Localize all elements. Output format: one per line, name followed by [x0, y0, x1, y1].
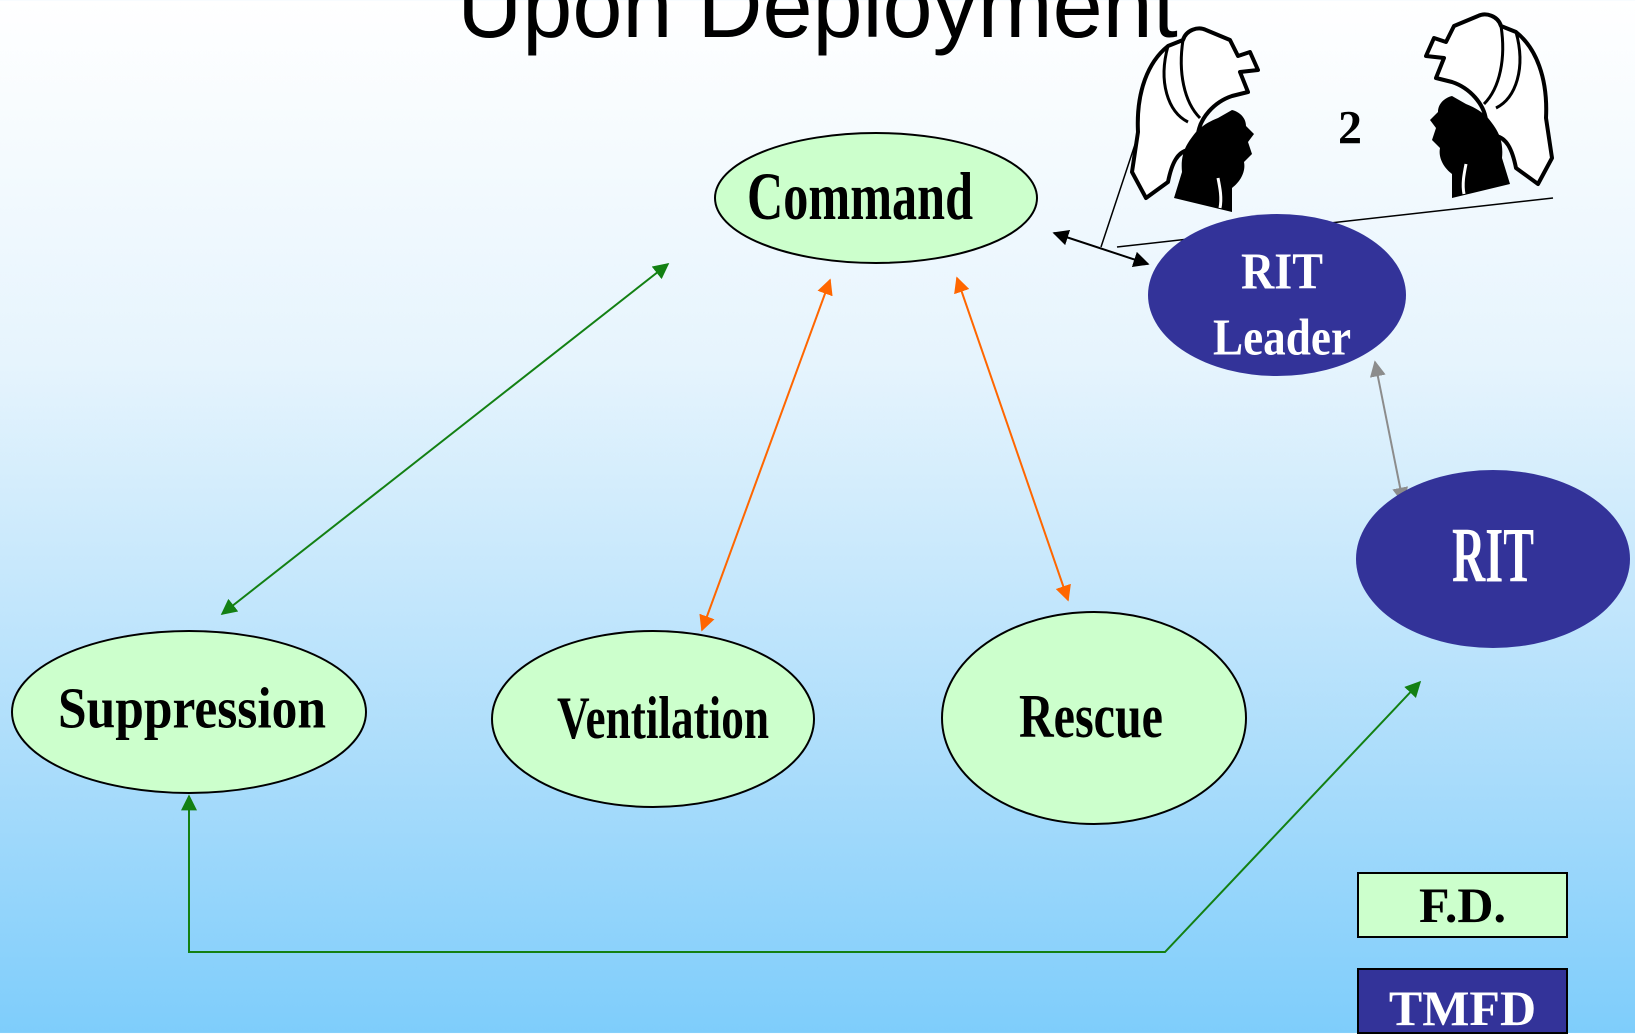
node-rit-leader: RIT Leader [1148, 214, 1406, 376]
node-ventilation: Ventilation [491, 630, 815, 808]
node-command-label: Command [747, 158, 973, 234]
node-command: Command [714, 132, 1038, 264]
node-rescue-label: Rescue [1019, 683, 1163, 751]
node-suppression: Suppression [11, 630, 367, 794]
link-command-ritleader [1052, 229, 1150, 268]
firefighter-helmet-icon [1424, 12, 1554, 198]
node-rit-leader-label-1: RIT [1241, 244, 1323, 301]
firefighter-helmet-icon [1130, 26, 1260, 212]
link-ritleader-rit [1369, 360, 1409, 504]
node-rit-label: RIT [1452, 512, 1534, 599]
legend-fd-label: F.D. [1418, 877, 1507, 933]
slide-title: Upon Deployment [457, 0, 1178, 57]
link-ventilation-command [699, 278, 833, 632]
node-rit: RIT [1356, 470, 1630, 648]
node-rit-leader-label-2: Leader [1213, 310, 1351, 367]
legend-tmfd: TMFD [1357, 968, 1568, 1034]
legend-tmfd-label: TMFD [1388, 980, 1537, 1034]
node-ventilation-label: Ventilation [557, 685, 769, 751]
helmet-count-label: 2 [1338, 102, 1362, 155]
link-suppression-command [220, 263, 670, 615]
link-suppression-rit [181, 680, 1422, 953]
link-rescue-command [954, 276, 1071, 602]
node-rescue: Rescue [941, 611, 1247, 825]
node-suppression-label: Suppression [58, 676, 326, 741]
legend-fd: F.D. [1357, 872, 1568, 938]
